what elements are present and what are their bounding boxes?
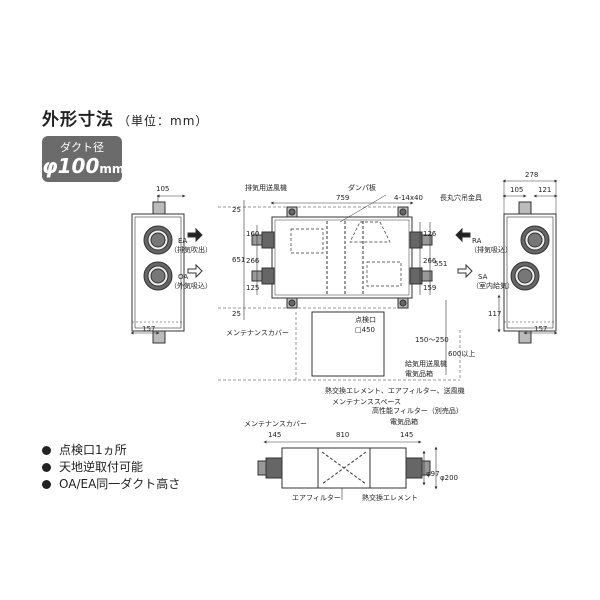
page-title: 外形寸法 （単位：mm） <box>42 105 208 130</box>
right-sa-desc: （室内給気） <box>472 281 514 290</box>
top-dim-top-margin: 25 <box>232 206 241 214</box>
badge-value-wrap: φ100mm <box>42 154 125 180</box>
feature-list: 点検口1ヵ所 天地逆取付可能 OA/EA同一ダクト高さ <box>42 442 180 493</box>
unit-label: （単位：mm） <box>118 114 209 128</box>
front-dim-right: 145 <box>400 431 413 439</box>
front-dim-97: φ97 <box>426 470 440 478</box>
right-dim-b: 121 <box>538 186 551 194</box>
top-dim-266-left: 266 <box>246 257 260 265</box>
duct-diameter-badge: ダクト径 φ100mm <box>42 136 125 182</box>
feature-text: 天地逆取付可能 <box>59 460 144 474</box>
top-label-inspection: 点検口 <box>355 315 376 324</box>
top-dim-126: 126 <box>423 230 437 238</box>
left-side-view <box>130 194 203 344</box>
badge-label: ダクト径 <box>60 141 104 154</box>
top-label-clearance: 150～250 <box>415 336 449 344</box>
front-label-maint-cover: メンテナンスカバー <box>244 420 307 428</box>
top-dim-266-right: 266 <box>423 257 437 265</box>
front-label-electrical: 電気品箱 <box>390 417 418 426</box>
top-dim-bottom-margin: 25 <box>232 310 241 318</box>
badge-value: φ100 <box>42 154 100 178</box>
feature-text: OA/EA同一ダクト高さ <box>59 477 181 491</box>
top-label-damper: ダンパ板 <box>348 183 376 192</box>
top-dim-159: 159 <box>423 284 436 292</box>
top-label-maint-items: 熱交換エレメント、エアフィルター、送風機 <box>325 386 465 395</box>
top-label-supply-fan: 給気用送風機 <box>405 359 447 368</box>
top-dim-height: 651 <box>232 256 245 264</box>
top-label-hanger: 長丸穴吊金具 <box>440 193 482 202</box>
top-dim-160: 160 <box>246 230 259 238</box>
left-dim-bottom: 157 <box>142 325 155 333</box>
title-text: 外形寸法 <box>42 110 114 130</box>
feature-item: 点検口1ヵ所 <box>42 442 180 459</box>
top-view <box>218 194 461 381</box>
top-label-maint-space: メンテナンススペース <box>332 398 401 406</box>
right-ra-code: RA <box>472 237 482 245</box>
top-label-bolt: 4-14x40 <box>394 194 423 202</box>
top-dim-125-left: 125 <box>246 284 259 292</box>
top-dim-551: 551 <box>434 260 447 268</box>
front-view <box>257 440 438 500</box>
front-label-heat-exchanger: 熱交換エレメント <box>362 493 418 502</box>
arrow-oa <box>187 263 203 279</box>
left-oa-desc: （外気吸込） <box>170 281 212 290</box>
feature-item: OA/EA同一ダクト高さ <box>42 476 180 493</box>
right-sa-code: SA <box>478 273 488 281</box>
bullet-icon <box>42 480 51 489</box>
right-side-view <box>455 179 558 344</box>
top-label-maint-cover: メンテナンスカバー <box>226 329 289 337</box>
feature-text: 点検口1ヵ所 <box>59 443 127 457</box>
top-dim-width: 759 <box>336 194 349 202</box>
front-label-air-filter: エアフィルター <box>292 493 341 502</box>
top-label-electrical: 電気品箱 <box>405 369 433 378</box>
bullet-icon <box>42 463 51 472</box>
left-ea-code: EA <box>178 237 187 245</box>
arrow-ea <box>187 227 203 243</box>
right-dim-a: 105 <box>510 186 523 194</box>
inspection-port <box>311 311 385 377</box>
arrow-ra <box>455 227 471 243</box>
top-label-exhaust-fan: 排気用送風機 <box>245 183 287 192</box>
right-ra-desc: （排気吸込） <box>470 245 512 254</box>
bullet-icon <box>42 446 51 455</box>
front-dim-width: 810 <box>336 431 349 439</box>
arrow-sa <box>457 263 473 279</box>
hanger-bracket <box>152 201 166 215</box>
feature-item: 天地逆取付可能 <box>42 459 180 476</box>
left-oa-code: OA <box>178 273 188 281</box>
front-dim-left: 145 <box>268 431 281 439</box>
badge-unit: mm <box>99 162 125 176</box>
top-label-inspection-size: □450 <box>355 326 375 334</box>
top-label-clearance-min: 600以上 <box>448 349 475 358</box>
left-ea-desc: （排気吹出） <box>170 245 212 254</box>
right-dim-total: 278 <box>525 171 538 179</box>
right-dim-side: 117 <box>488 310 501 318</box>
front-dim-200: φ200 <box>440 474 458 482</box>
right-dim-bottom: 157 <box>534 325 547 333</box>
front-label-hepa: 高性能フィルター（別売品） <box>372 406 463 415</box>
left-dim-top: 105 <box>156 185 169 193</box>
